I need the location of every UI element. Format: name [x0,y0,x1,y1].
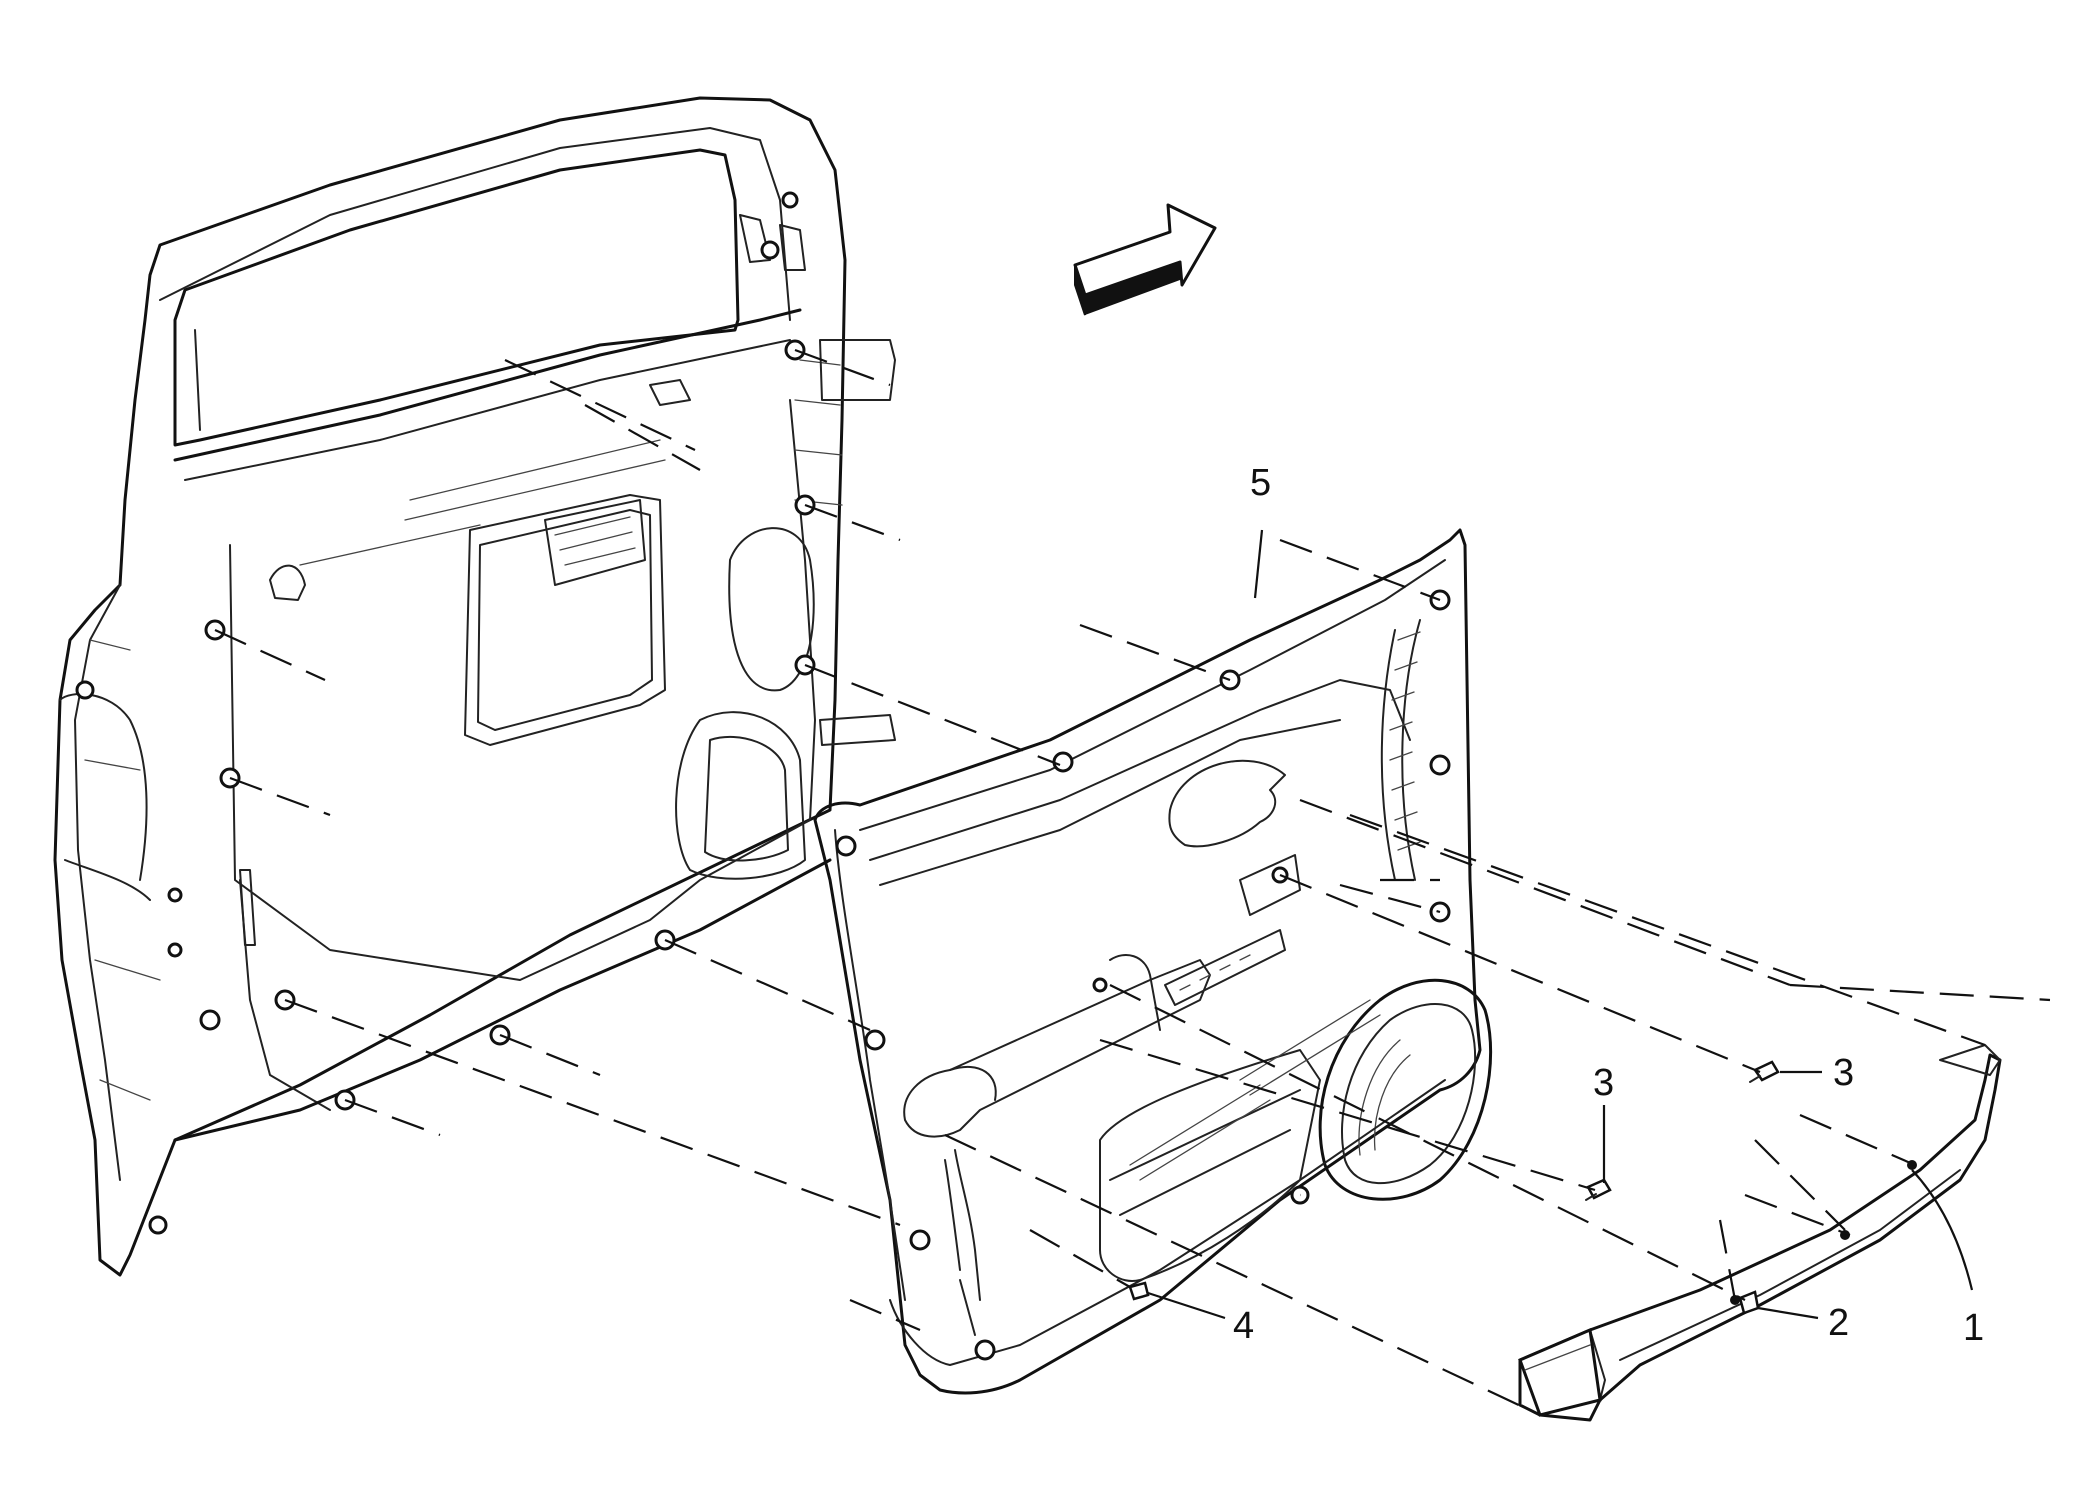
screw-b [1585,1178,1612,1201]
callout-leaders [1147,529,1974,1320]
installation-guide-lines [214,348,2051,1416]
trim-molding [1518,1044,2002,1422]
door-mounting-holes [75,191,816,1235]
door-trim-panel [813,528,1493,1395]
front-direction-arrow-icon [1073,203,1217,316]
fastener-clip [1128,1281,1150,1301]
callout-door-trim-panel: 5 [1250,462,1271,504]
callout-trim-molding: 1 [1963,1307,1984,1349]
callout-clip: 2 [1828,1302,1849,1344]
trim-panel-clip-holes [835,589,1451,1361]
clip-on-molding [1738,1290,1760,1315]
callout-screw-b: 3 [1593,1062,1614,1104]
callout-fastener: 4 [1233,1305,1254,1347]
screw-a [1749,1060,1780,1083]
door-frame [53,96,896,1277]
callout-screw-a: 3 [1833,1052,1854,1094]
